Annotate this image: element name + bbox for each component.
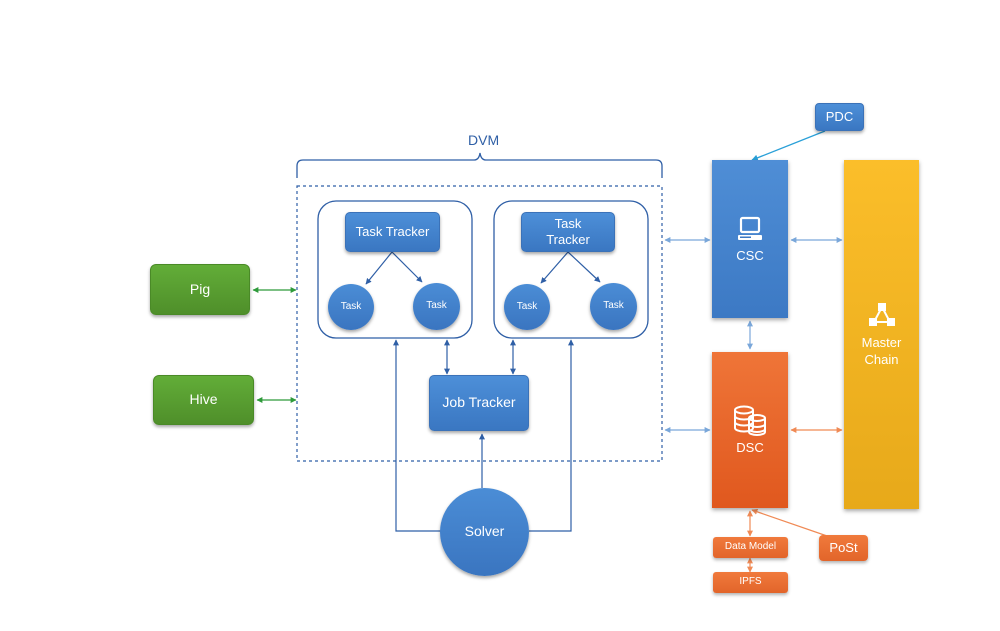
arrow-tt2-task2b: [567, 251, 601, 283]
arrow-tt2-task2a: [540, 251, 569, 284]
arrow-tt1-task1b: [391, 251, 423, 283]
task-group-2: [493, 200, 649, 339]
task-tracker-2-label: Task Tracker: [546, 215, 590, 247]
computer-icon: [738, 216, 762, 240]
task-tracker-2[interactable]: Task Tracker: [521, 212, 615, 252]
task-1a[interactable]: Task: [328, 284, 374, 330]
master-chain-label: Master Chain: [861, 335, 902, 367]
pdc-node[interactable]: PDC: [815, 103, 864, 131]
csc-label: CSC: [736, 247, 764, 263]
task-group-1: [317, 200, 473, 339]
dvm-container: [296, 185, 663, 462]
arrow-tt1-task1a: [365, 251, 393, 285]
arrow-pdc-csc: [751, 130, 826, 161]
data-model-node[interactable]: Data Model: [713, 537, 788, 558]
arrow-solver-group2: [529, 339, 574, 532]
hive-node[interactable]: Hive: [153, 375, 254, 425]
job-tracker[interactable]: Job Tracker: [429, 375, 529, 431]
network-icon: [868, 303, 895, 327]
task-1b[interactable]: Task: [413, 283, 460, 330]
task-tracker-1[interactable]: Task Tracker: [345, 212, 440, 252]
task-2b[interactable]: Task: [590, 283, 637, 330]
database-icon: [734, 405, 766, 436]
post-node[interactable]: PoSt: [819, 535, 868, 561]
csc-node[interactable]: CSC: [712, 160, 788, 318]
ipfs-node[interactable]: IPFS: [713, 572, 788, 593]
dvm-label: DVM: [468, 132, 500, 148]
solver-node[interactable]: Solver: [440, 488, 529, 576]
master-chain-node[interactable]: Master Chain: [844, 160, 919, 509]
dvm-brace: [296, 152, 663, 178]
arrow-post-dsc: [751, 508, 831, 538]
pig-node[interactable]: Pig: [150, 264, 250, 315]
task-2a[interactable]: Task: [504, 284, 550, 330]
dsc-node[interactable]: DSC: [712, 352, 788, 508]
arrow-solver-group1: [393, 339, 441, 532]
dsc-label: DSC: [736, 439, 764, 455]
